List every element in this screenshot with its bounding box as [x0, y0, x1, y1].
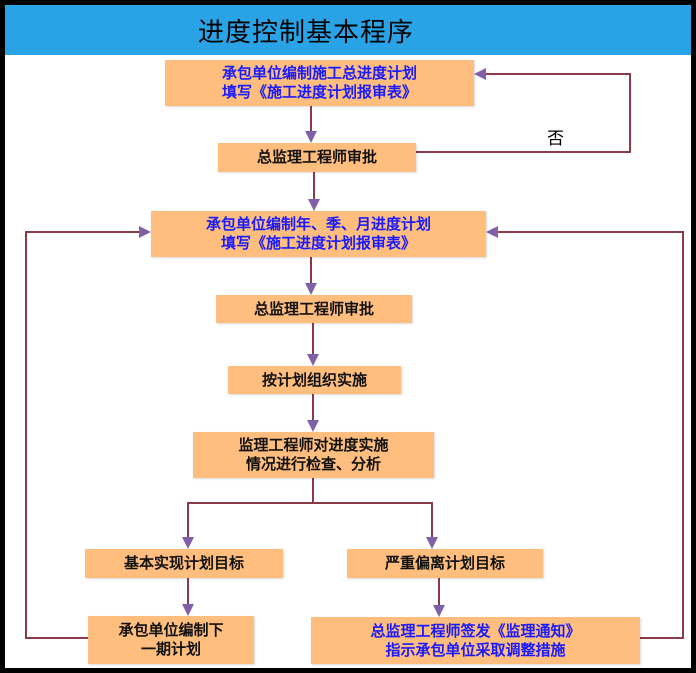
- node-text: 总监理工程师审批: [253, 299, 374, 318]
- node-text: 情况进行检查、分析: [245, 455, 381, 473]
- node-submit-periodic-schedule: 承包单位编制年、季、月进度计划填写《施工进度计划报审表》: [151, 211, 486, 257]
- loop-left: [25, 226, 151, 639]
- node-submit-master-schedule: 承包单位编制施工总进度计划填写《施工进度计划报审表》: [165, 60, 474, 106]
- node-text: 填写《施工进度计划报审表》: [221, 83, 417, 101]
- node-text: 填写《施工进度计划报审表》: [220, 234, 416, 252]
- node-chief-approval-2: 总监理工程师审批: [216, 295, 412, 323]
- node-text: 总监理工程师签发《监理通知》: [370, 621, 581, 640]
- node-next-plan: 承包单位编制下一期计划: [88, 616, 254, 664]
- node-text: 指示承包单位采取调整措施: [385, 640, 566, 659]
- diagram-title: 进度控制基本程序: [198, 18, 415, 48]
- node-on-target: 基本实现计划目标: [85, 549, 283, 578]
- node-issue-notice: 总监理工程师签发《监理通知》指示承包单位采取调整措施: [311, 617, 640, 664]
- node-text: 承包单位编制年、季、月进度计划: [205, 215, 431, 233]
- node-text: 按计划组织实施: [261, 370, 367, 389]
- node-text: 严重偏离计划目标: [384, 554, 505, 572]
- node-text: 一期计划: [140, 640, 201, 658]
- loop-reject: [416, 68, 631, 153]
- node-implement: 按计划组织实施: [228, 366, 401, 394]
- loop-right: [486, 226, 684, 639]
- node-text: 承包单位编制下: [118, 621, 224, 639]
- title-bar: 进度控制基本程序: [5, 5, 691, 55]
- branch-n6: [187, 478, 433, 547]
- node-inspect-analyze: 监理工程师对进度实施情况进行检查、分析: [193, 432, 434, 478]
- node-deviation: 严重偏离计划目标: [347, 549, 543, 578]
- node-text: 监理工程师对进度实施: [238, 436, 389, 454]
- node-text: 承包单位编制施工总进度计划: [221, 64, 417, 82]
- reject-label: 否: [547, 129, 564, 149]
- node-chief-approval-1: 总监理工程师审批: [218, 143, 416, 172]
- node-text: 总监理工程师审批: [256, 148, 377, 166]
- node-text: 基本实现计划目标: [123, 554, 244, 572]
